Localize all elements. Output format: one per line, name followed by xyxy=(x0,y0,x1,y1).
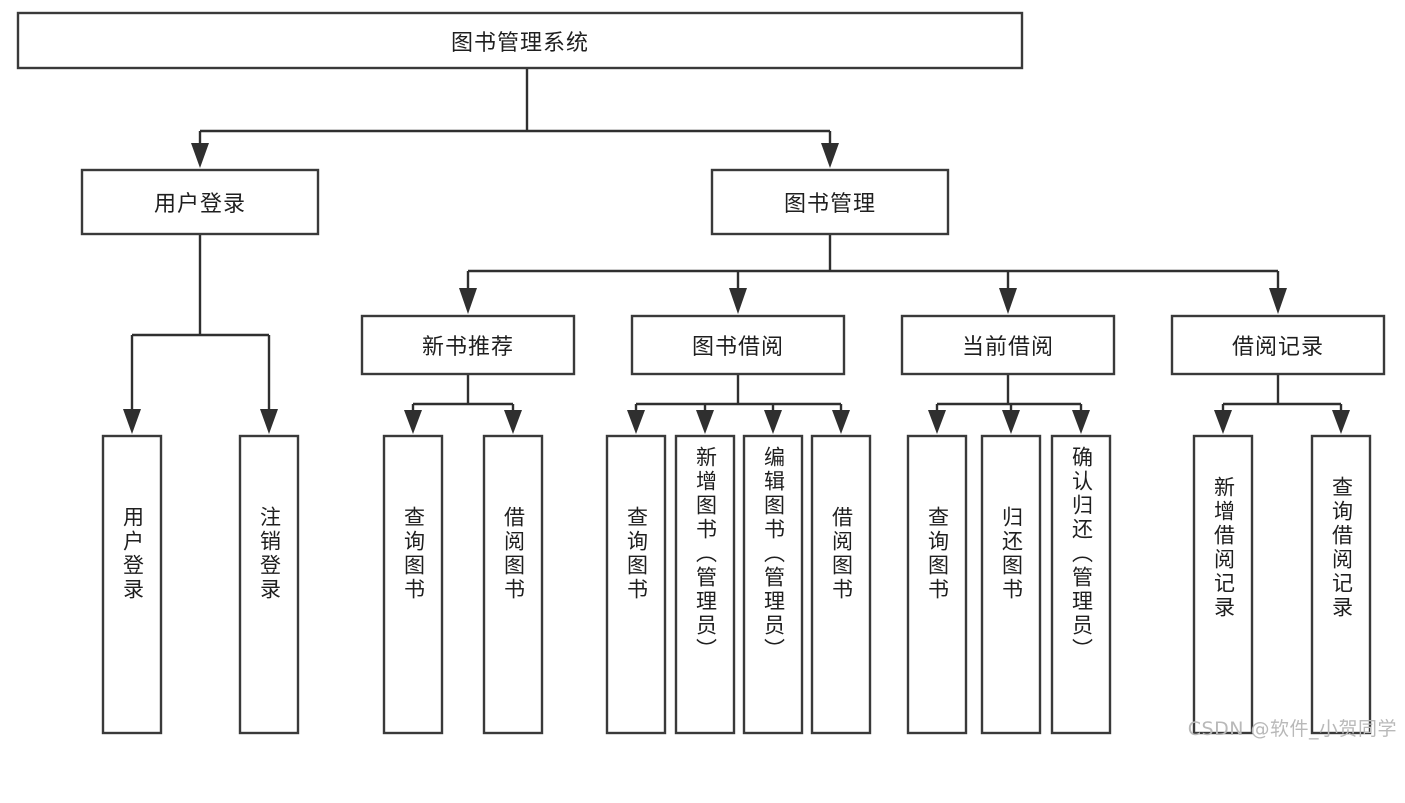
node-box-leaf-add-borrow-record[interactable] xyxy=(1192,434,1254,735)
arrow-head-nbr-to-leaf2 xyxy=(504,410,522,434)
node-box-leaf-borrow-book-recommend[interactable] xyxy=(482,434,544,735)
arrow-head-nbr-to-leaf1 xyxy=(404,410,422,434)
connector-group-book-management xyxy=(459,234,1287,314)
arrow-head-cb-to-leaf3 xyxy=(1072,410,1090,434)
node-box-leaf-return-book[interactable] xyxy=(980,434,1042,735)
node-box-root[interactable] xyxy=(16,11,1024,70)
flowchart-canvas: 图书管理系统 用户登录 图书管理 新书推荐 图书借阅 当前借阅 借阅记录 用户登… xyxy=(16,11,1397,740)
node-box-leaf-query-book-current[interactable] xyxy=(906,434,968,735)
arrow-head-root-to-book-management xyxy=(821,143,839,168)
arrow-head-root-to-user-login xyxy=(191,143,209,168)
node-box-leaf-user-logout[interactable] xyxy=(238,434,300,735)
arrow-head-br-to-leaf1 xyxy=(1214,410,1232,434)
csdn-watermark: CSDN @软件_小贺同学 xyxy=(1187,718,1397,740)
node-box-leaf-confirm-return-admin[interactable] xyxy=(1050,434,1112,735)
arrow-head-bb-to-leaf2 xyxy=(696,410,714,434)
connector-group-user-login xyxy=(123,234,278,434)
node-box-new-book-recommend[interactable] xyxy=(360,314,576,376)
arrow-head-br-to-leaf2 xyxy=(1332,410,1350,434)
arrow-head-bm-to-record xyxy=(1269,288,1287,314)
node-box-book-borrow[interactable] xyxy=(630,314,846,376)
connector-group-current-borrow xyxy=(928,374,1090,434)
arrow-head-ul-to-leaf2 xyxy=(260,409,278,434)
arrow-head-bm-to-recommend xyxy=(459,288,477,314)
arrow-head-bm-to-current xyxy=(999,288,1017,314)
arrow-head-bm-to-borrow xyxy=(729,288,747,314)
node-box-leaf-edit-book-admin[interactable] xyxy=(742,434,804,735)
arrow-head-cb-to-leaf2 xyxy=(1002,410,1020,434)
node-box-leaf-query-borrow-record[interactable] xyxy=(1310,434,1372,735)
node-box-leaf-query-book-borrow[interactable] xyxy=(605,434,667,735)
arrow-head-bb-to-leaf4 xyxy=(832,410,850,434)
connector-group-root xyxy=(191,68,839,168)
node-box-leaf-query-book-recommend[interactable] xyxy=(382,434,444,735)
arrow-head-ul-to-leaf1 xyxy=(123,409,141,434)
node-box-leaf-borrow-book[interactable] xyxy=(810,434,872,735)
connector-group-book-borrow xyxy=(627,374,850,434)
arrow-head-bb-to-leaf1 xyxy=(627,410,645,434)
node-box-leaf-add-book-admin[interactable] xyxy=(674,434,736,735)
arrow-head-cb-to-leaf1 xyxy=(928,410,946,434)
node-box-leaf-user-login[interactable] xyxy=(101,434,163,735)
connector-group-new-book-recommend xyxy=(404,374,522,434)
node-box-user-login[interactable] xyxy=(80,168,320,236)
flowchart-svg xyxy=(16,11,1386,735)
connector-group-borrow-record xyxy=(1214,374,1350,434)
node-box-current-borrow[interactable] xyxy=(900,314,1116,376)
node-box-borrow-record[interactable] xyxy=(1170,314,1386,376)
arrow-head-bb-to-leaf3 xyxy=(764,410,782,434)
node-box-book-management[interactable] xyxy=(710,168,950,236)
